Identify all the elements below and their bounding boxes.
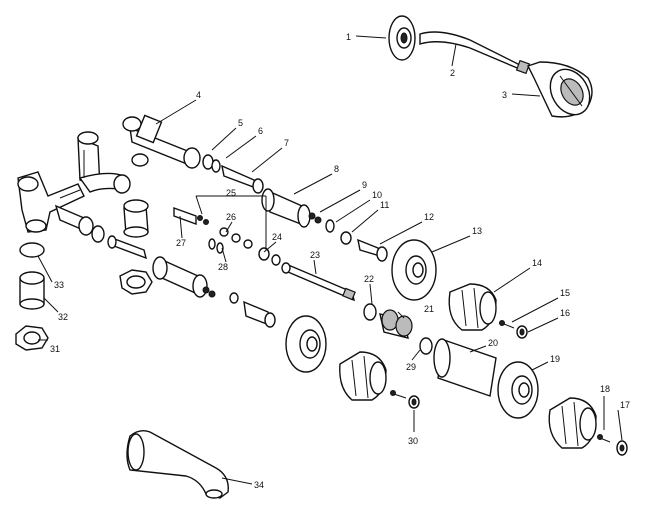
callout-2: 2 bbox=[450, 68, 455, 78]
callout-26: 26 bbox=[226, 212, 236, 222]
callout-28: 28 bbox=[218, 262, 228, 272]
callout-11: 11 bbox=[380, 200, 389, 210]
spring-part-lower bbox=[202, 286, 216, 298]
handle-screw-part-upper bbox=[499, 320, 515, 329]
callout-6: 6 bbox=[258, 126, 263, 136]
callout-13: 13 bbox=[472, 226, 482, 236]
nut-part bbox=[119, 269, 153, 295]
washer-set-part bbox=[208, 238, 224, 254]
callout-23: 23 bbox=[310, 250, 320, 260]
callout-16: 16 bbox=[560, 308, 570, 318]
callout-15: 15 bbox=[560, 288, 570, 298]
callout-29: 29 bbox=[406, 362, 416, 372]
callout-1: 1 bbox=[346, 32, 351, 42]
escutcheon-part-lower bbox=[497, 361, 539, 419]
callout-4: 4 bbox=[196, 90, 201, 100]
callout-30: 30 bbox=[408, 436, 418, 446]
washer-part bbox=[91, 225, 105, 243]
callout-9: 9 bbox=[362, 180, 367, 190]
handle-part-upper bbox=[448, 283, 497, 331]
handle-screw-part-lower bbox=[597, 434, 611, 443]
long-stem-part bbox=[281, 262, 356, 302]
lower-stem-part bbox=[229, 292, 276, 328]
callout-33: 33 bbox=[54, 280, 64, 290]
union-part bbox=[19, 271, 45, 310]
escutcheon-part-middle bbox=[285, 315, 327, 373]
callout-3: 3 bbox=[502, 90, 507, 100]
callout-32: 32 bbox=[58, 312, 68, 322]
callout-22: 22 bbox=[364, 274, 374, 284]
spring-part bbox=[308, 212, 322, 224]
valve-body-part bbox=[17, 114, 201, 236]
callout-27: 27 bbox=[176, 238, 186, 248]
callout-5: 5 bbox=[238, 118, 243, 128]
callout-19: 19 bbox=[550, 354, 560, 364]
diverter-cartridge-part bbox=[379, 309, 413, 339]
callout-18: 18 bbox=[600, 384, 610, 394]
seat-washer-part bbox=[325, 219, 335, 233]
escutcheon-part-upper bbox=[391, 239, 437, 301]
bonnet-part bbox=[173, 207, 197, 225]
leader-lines bbox=[37, 35, 623, 485]
shower-flange-part bbox=[388, 15, 416, 61]
union-nut-part bbox=[15, 325, 49, 351]
callout-labels: 1 2 3 4 5 6 7 8 9 10 11 12 13 14 15 16 1… bbox=[50, 32, 630, 490]
washer-part bbox=[131, 153, 149, 167]
seat-part bbox=[340, 231, 352, 245]
stop-part bbox=[219, 227, 253, 249]
gasket-part bbox=[19, 242, 45, 258]
callout-20: 20 bbox=[488, 338, 498, 348]
callout-7: 7 bbox=[284, 138, 289, 148]
callout-34: 34 bbox=[254, 480, 264, 490]
cap-washer-part bbox=[419, 337, 433, 355]
callout-10: 10 bbox=[372, 190, 382, 200]
cartridge-part bbox=[107, 235, 148, 260]
callout-14: 14 bbox=[532, 258, 542, 268]
shower-arm-part bbox=[419, 31, 531, 75]
callout-17: 17 bbox=[620, 400, 630, 410]
index-button-part-upper bbox=[516, 325, 528, 339]
callout-8: 8 bbox=[334, 164, 339, 174]
index-button-part-lower bbox=[616, 440, 628, 456]
shower-head-part bbox=[527, 61, 593, 118]
callout-24: 24 bbox=[272, 232, 282, 242]
handle-part-lower bbox=[548, 397, 597, 449]
seal-part bbox=[258, 247, 281, 266]
bearing-part bbox=[363, 303, 377, 321]
cap-part bbox=[123, 199, 149, 238]
large-sleeve-part bbox=[433, 338, 497, 397]
stem-washer-part bbox=[202, 154, 221, 173]
o-ring-part bbox=[197, 215, 209, 225]
callout-31: 31 bbox=[50, 344, 60, 354]
sleeve-part-lower bbox=[152, 256, 208, 298]
stem-part bbox=[221, 164, 264, 194]
stem-assembly-part bbox=[357, 238, 388, 262]
tub-spout-part bbox=[126, 429, 229, 499]
sleeve-part-upper bbox=[261, 188, 311, 228]
handle-part-middle bbox=[339, 351, 387, 401]
callout-25: 25 bbox=[226, 188, 236, 198]
callout-21: 21 bbox=[424, 304, 434, 314]
handle-screw-part-middle bbox=[390, 390, 420, 409]
callout-12: 12 bbox=[424, 212, 434, 222]
